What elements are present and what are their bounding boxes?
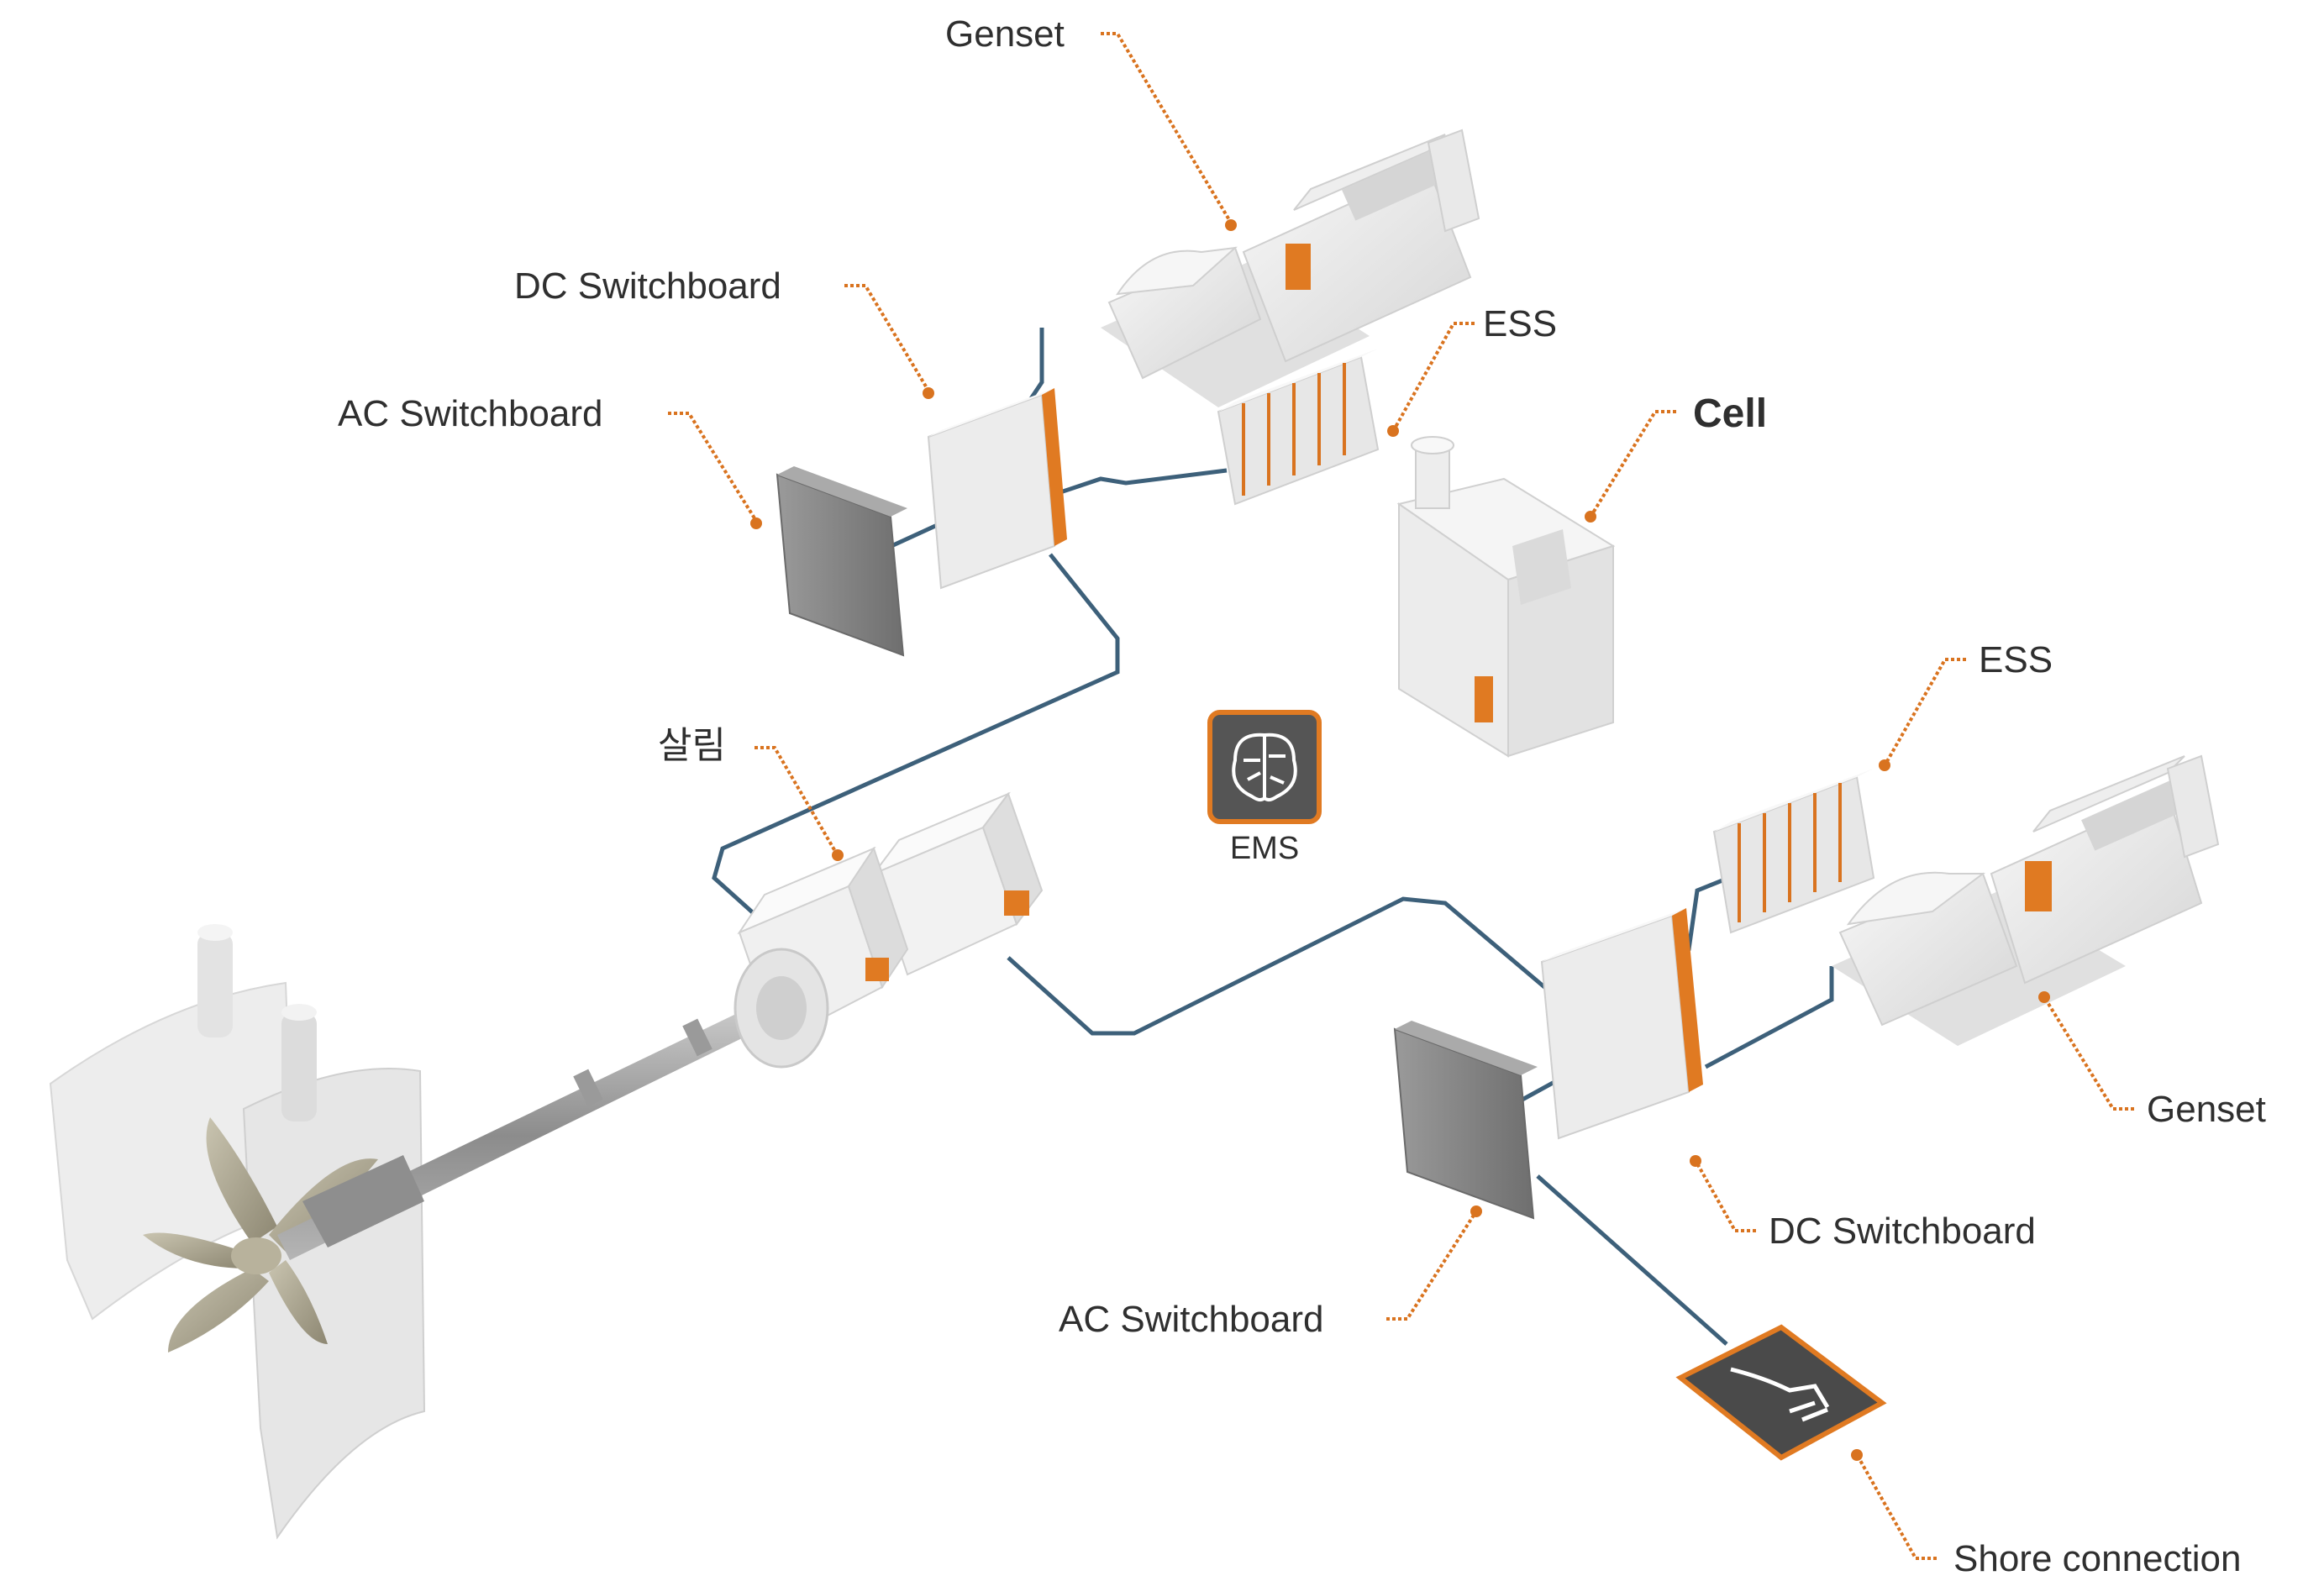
label-ac-switchboard-bottom: AC Switchboard [1059,1299,1323,1340]
cable-ess-top-to-dc-top [1049,468,1228,498]
label-ess-bottom: ESS [1979,639,2053,680]
rudder-stock-front [281,1012,317,1121]
label-cell: Cell [1693,391,1767,436]
battery-rack-icon-bottom [1712,769,1875,934]
shore-connection-unit [1675,1324,1887,1461]
shore-plug-icon [1730,1367,1830,1422]
genset-top [1101,129,1480,407]
electric-motor-icon [733,791,1044,1069]
ems-label: EMS [1230,831,1299,866]
label-ess-top: ESS [1483,303,1557,344]
ems-unit: EMS [1207,710,1322,866]
label-genset-bottom: Genset [2147,1089,2266,1130]
brain-icon [1232,733,1297,802]
label-genset-top: Genset [945,13,1065,55]
cable-ac-bottom-to-shore [1536,1174,1728,1346]
label-motor: 살림 [658,725,726,766]
label-shore-connection: Shore connection [1953,1538,2241,1579]
cable-genset-bottom-to-dc-bottom [1704,966,1834,1069]
label-dc-switchboard-bottom: DC Switchboard [1769,1211,2036,1252]
labels-layer: Genset DC Switchboard AC Switchboard ESS… [338,13,2266,1579]
ac-switchboard-top [776,466,907,657]
label-dc-switchboard-top: DC Switchboard [514,265,781,307]
fuel-cell-module-icon [1396,436,1616,758]
propulsion-unit [49,924,752,1540]
propeller-shaft [277,1012,752,1260]
ac-switchboard-bottom [1393,1021,1538,1220]
dc-switchboard-bottom [1540,908,1703,1140]
battery-rack-icon [1217,349,1380,506]
genset-bottom [1832,754,2220,1046]
power-cables [712,328,1834,1346]
dc-switchboard-top [927,388,1067,590]
cable-motor-to-dc-bottom [1007,896,1556,1036]
rudder-front [242,1068,426,1540]
shore-plate [1675,1324,1887,1461]
rudder-stock-back [197,932,233,1037]
label-ac-switchboard-top: AC Switchboard [338,393,602,434]
cable-dc-top-to-motor [712,553,1120,917]
